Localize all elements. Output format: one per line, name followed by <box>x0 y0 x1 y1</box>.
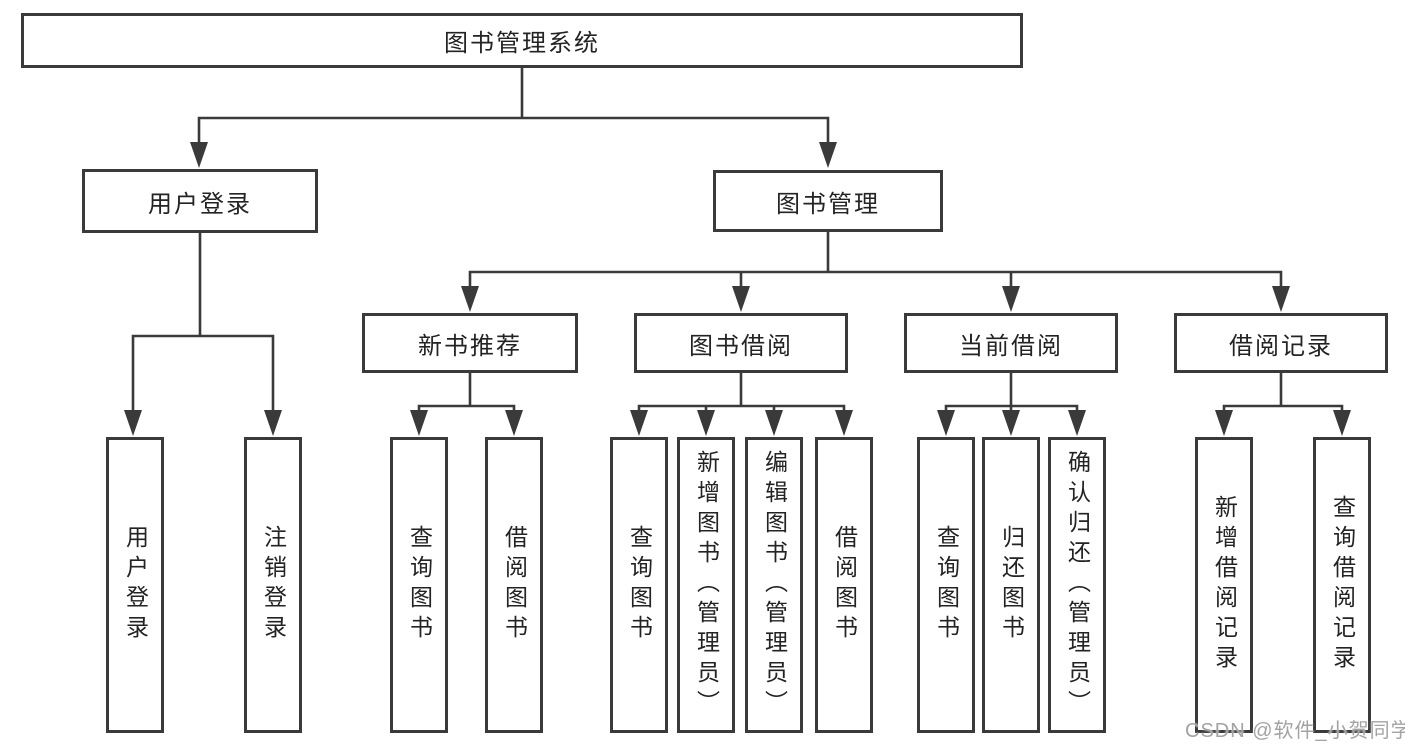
node-borrow-records: 借阅记录 <box>1174 313 1388 373</box>
leaf-recommend-query-book-label: 查询图书 <box>406 525 433 645</box>
csdn-watermark: CSDN @软件_小贺同学 <box>1185 720 1405 742</box>
node-root-system: 图书管理系统 <box>21 13 1023 68</box>
node-current-borrow-label: 当前借阅 <box>959 332 1063 360</box>
leaf-borrow-query-book-label: 查询图书 <box>626 525 653 645</box>
node-root-label: 图书管理系统 <box>444 30 600 57</box>
node-new-book-recommend: 新书推荐 <box>362 313 578 373</box>
leaf-logout: 注销登录 <box>244 437 302 733</box>
leaf-user-login: 用户登录 <box>106 437 164 733</box>
leaf-records-query-record: 查询借阅记录 <box>1313 437 1371 733</box>
leaf-recommend-borrow-book-label: 借阅图书 <box>501 525 528 645</box>
node-book-borrow-label: 图书借阅 <box>689 332 793 360</box>
leaf-borrow-add-book-admin: 新增图书（管理员） <box>677 437 735 733</box>
node-user-login: 用户登录 <box>82 169 318 233</box>
leaf-records-query-record-label: 查询借阅记录 <box>1329 495 1356 675</box>
node-current-borrow: 当前借阅 <box>904 313 1118 373</box>
leaf-current-confirm-return-admin: 确认归还（管理员） <box>1048 437 1106 733</box>
node-new-book-recommend-label: 新书推荐 <box>418 332 522 360</box>
leaf-borrow-query-book: 查询图书 <box>610 437 668 733</box>
leaf-borrow-borrow-book-label: 借阅图书 <box>831 525 858 645</box>
leaf-records-add-record-label: 新增借阅记录 <box>1211 495 1238 675</box>
leaf-user-login-label: 用户登录 <box>122 525 149 645</box>
node-book-borrow: 图书借阅 <box>634 313 848 373</box>
leaf-current-query-book: 查询图书 <box>917 437 975 733</box>
leaf-current-confirm-return-admin-label: 确认归还（管理员） <box>1064 450 1091 720</box>
leaf-records-add-record: 新增借阅记录 <box>1195 437 1253 733</box>
leaf-current-return-book-label: 归还图书 <box>998 525 1025 645</box>
leaf-borrow-add-book-admin-label: 新增图书（管理员） <box>693 450 720 720</box>
node-book-management-label: 图书管理 <box>776 190 880 218</box>
leaf-recommend-borrow-book: 借阅图书 <box>485 437 543 733</box>
leaf-current-query-book-label: 查询图书 <box>933 525 960 645</box>
leaf-recommend-query-book: 查询图书 <box>390 437 448 733</box>
leaf-borrow-edit-book-admin: 编辑图书（管理员） <box>745 437 803 733</box>
leaf-current-return-book: 归还图书 <box>982 437 1040 733</box>
node-borrow-records-label: 借阅记录 <box>1229 332 1333 360</box>
node-user-login-label: 用户登录 <box>148 190 252 218</box>
leaf-borrow-edit-book-admin-label: 编辑图书（管理员） <box>761 450 788 720</box>
leaf-logout-label: 注销登录 <box>260 525 287 645</box>
leaf-borrow-borrow-book: 借阅图书 <box>815 437 873 733</box>
node-book-management: 图书管理 <box>713 170 943 232</box>
